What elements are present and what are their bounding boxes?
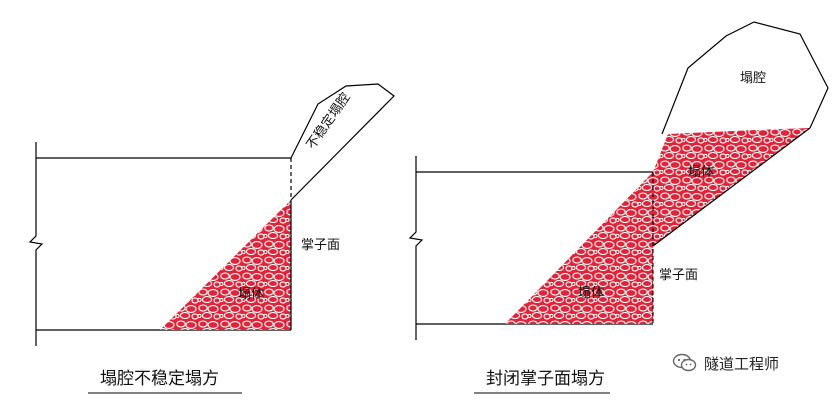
debris-label: 塌体 <box>238 287 264 302</box>
collapse-debris <box>160 200 291 330</box>
right-diagram: 塌腔 塌体 塌体 掌子面 封闭掌子面塌方 <box>408 21 829 394</box>
wechat-icon <box>672 353 698 373</box>
cavity-outline <box>661 21 829 135</box>
break-mark <box>408 156 424 340</box>
unstable-void <box>290 83 395 201</box>
face-label: 掌子面 <box>659 268 698 283</box>
void-label: 塌腔 <box>740 71 766 86</box>
void-label: 不稳定塌腔 <box>303 90 353 152</box>
caption: 封闭掌子面塌方 <box>486 369 605 389</box>
collapse-debris <box>505 128 810 324</box>
left-diagram: 不稳定塌腔 掌子面 塌体 塌腔不稳定塌方 <box>28 83 395 394</box>
caption: 塌腔不稳定塌方 <box>100 369 219 389</box>
debris-label-lower: 塌体 <box>578 286 604 301</box>
break-mark <box>28 142 44 346</box>
watermark: 隧道工程师 <box>672 351 779 375</box>
face-label: 掌子面 <box>301 238 340 253</box>
debris-boundary <box>652 127 811 247</box>
debris-label-upper: 塌体 <box>688 165 714 180</box>
watermark-text: 隧道工程师 <box>704 354 780 373</box>
